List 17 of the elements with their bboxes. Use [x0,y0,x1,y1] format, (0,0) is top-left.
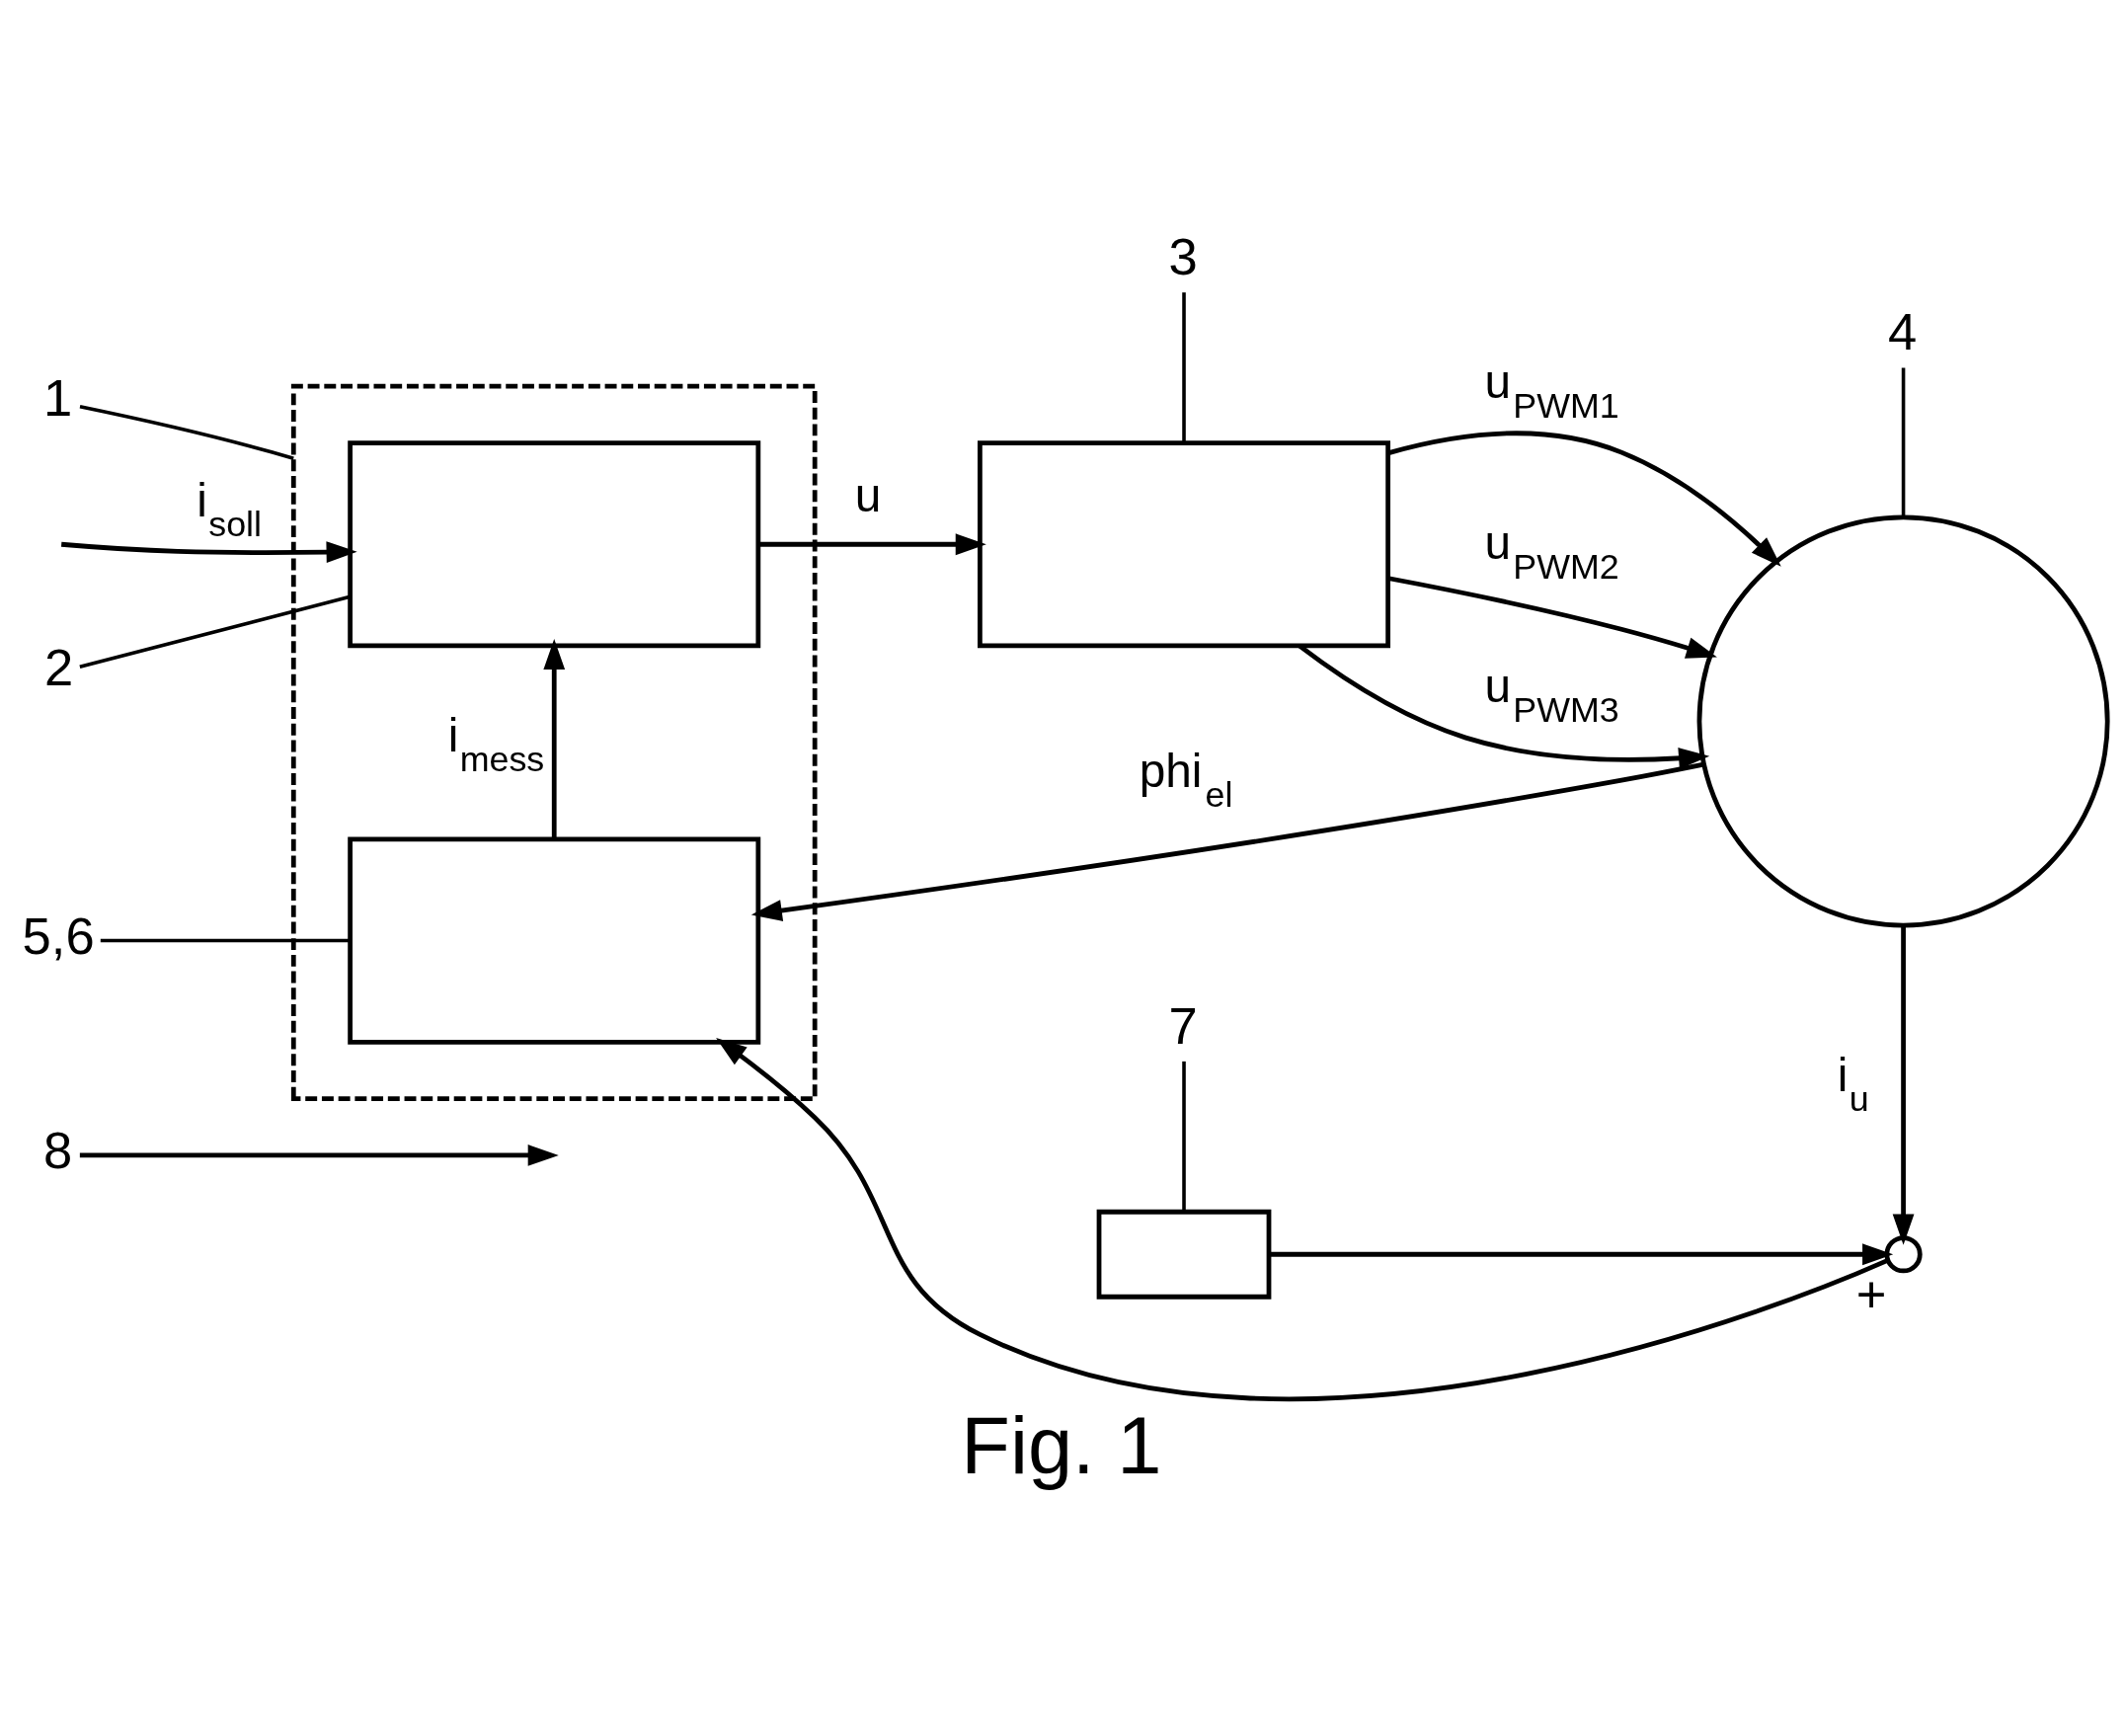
edge-label: u$_{PWM3}$ [1484,659,1619,730]
node-text: 2 [43,637,74,696]
edge-label: phi$_{el}$ [1139,744,1233,815]
node-text: 7 [1168,995,1198,1055]
caption: Fig. 1 [961,1399,1162,1490]
edge-label: u$_{PWM2}$ [1484,515,1619,587]
node-text: 5,6 [22,906,95,965]
edge-label: i$_{soll}$ [197,473,263,544]
edge-label: i$_{mess}$ [447,708,545,779]
node-label: + [1855,1264,1887,1323]
node-text: 1 [43,367,73,427]
node-text: 8 [43,1120,73,1179]
edge-label: u [854,468,882,521]
node-text: 3 [1168,226,1198,285]
node-text: 4 [1888,301,1918,360]
edge-label: u$_{PWM1}$ [1484,355,1619,426]
edge-label: i$_{u}$ [1837,1048,1869,1119]
